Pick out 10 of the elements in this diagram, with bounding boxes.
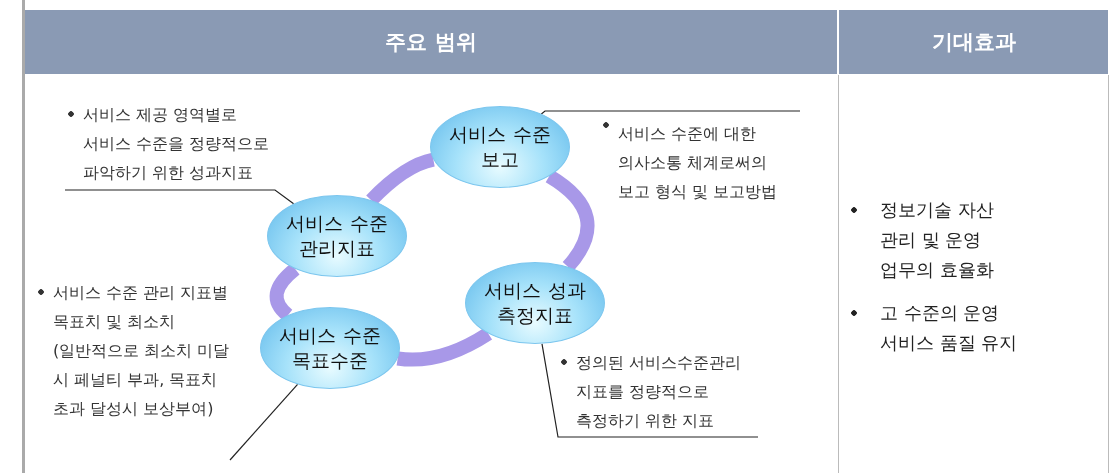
ellipse-node: 서비스 수준 관리지표 — [267, 195, 407, 277]
ellipse-node: 서비스 수준 목표수준 — [260, 307, 400, 389]
column-header: 기대효과 — [839, 10, 1108, 74]
ellipse-node: 서비스 성과 측정지표 — [465, 262, 605, 344]
leader-line — [229, 383, 299, 461]
ellipse-node: 서비스 수준 보고 — [430, 106, 570, 188]
leader-line — [540, 110, 801, 115]
ring-segment — [269, 263, 300, 321]
ring-segment — [396, 327, 492, 367]
column-header: 주요 범위 — [25, 10, 837, 74]
